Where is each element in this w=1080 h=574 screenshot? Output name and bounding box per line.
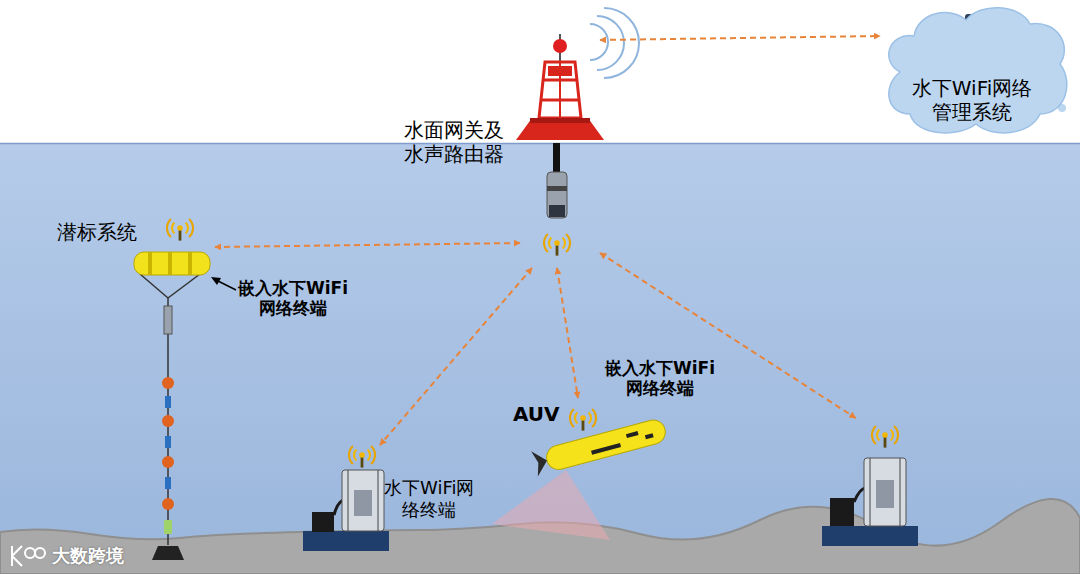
seabed-terminal-left bbox=[312, 512, 334, 532]
buoy bbox=[548, 66, 572, 76]
antenna-icons bbox=[544, 234, 570, 256]
mooring bbox=[162, 498, 174, 510]
antenna-icons bbox=[167, 219, 898, 468]
gateway-buoy: 水面网关及 水声路由器 bbox=[520, 8, 600, 268]
seabed-terminal-left bbox=[348, 470, 349, 531]
subsurface-buoy-node: 潜标系统嵌入水下WiFi 网络终端 bbox=[55, 212, 215, 282]
node-text: 水下WiFi网 络终端 bbox=[384, 477, 474, 520]
subsurface-float bbox=[148, 252, 152, 275]
antenna-icons bbox=[570, 409, 596, 431]
mooring bbox=[165, 396, 171, 408]
auv bbox=[531, 448, 550, 476]
buoy bbox=[530, 118, 590, 123]
mooring bbox=[162, 456, 174, 468]
mooring bbox=[165, 477, 171, 489]
node-text: AUV bbox=[513, 402, 560, 426]
mooring bbox=[164, 306, 172, 334]
antenna-icons bbox=[167, 219, 193, 241]
antenna-icons bbox=[349, 446, 375, 468]
buoy bbox=[547, 172, 567, 218]
mooring bbox=[140, 274, 168, 298]
subsurface-float bbox=[134, 252, 210, 275]
link-arrow bbox=[380, 268, 532, 445]
subsurface-float bbox=[134, 252, 210, 275]
seabed-terminal-node bbox=[820, 418, 922, 550]
mooring bbox=[165, 436, 171, 448]
watermark-logo bbox=[12, 546, 22, 566]
buoy bbox=[549, 205, 565, 217]
buoy bbox=[516, 118, 604, 140]
node-text: 嵌入水下WiFi 网络终端 bbox=[605, 358, 715, 399]
link-arrow bbox=[600, 253, 856, 418]
mooring bbox=[164, 520, 172, 534]
buoy bbox=[553, 143, 560, 173]
seabed-terminal-node: 水下WiFi网 络终端 bbox=[300, 445, 492, 552]
auv-node: AUV嵌入水下WiFi 网络终端 bbox=[505, 398, 685, 485]
water-surface bbox=[0, 143, 1080, 145]
auv bbox=[645, 433, 654, 439]
seabed-terminal-left bbox=[342, 470, 384, 531]
seabed-terminal-left bbox=[378, 470, 379, 531]
buoy bbox=[553, 39, 567, 53]
link-arrow bbox=[215, 243, 520, 247]
antenna-icons bbox=[872, 426, 898, 448]
auv bbox=[591, 443, 621, 455]
node-text: 潜标系统 bbox=[57, 220, 137, 244]
auv bbox=[626, 431, 639, 438]
subsurface-float bbox=[168, 252, 172, 275]
mooring bbox=[140, 274, 200, 560]
node-text: 嵌入水下WiFi 网络终端 bbox=[238, 278, 348, 319]
mooring bbox=[168, 274, 200, 298]
watermark: 大数跨境 bbox=[52, 544, 124, 568]
leader-arrow bbox=[211, 277, 221, 285]
subsurface-float bbox=[188, 252, 192, 275]
seabed-terminal-right bbox=[830, 498, 854, 526]
link-arrow bbox=[557, 268, 578, 398]
buoy bbox=[590, 8, 639, 78]
mooring bbox=[152, 546, 184, 560]
seabed-terminal-right bbox=[876, 480, 894, 508]
buoy bbox=[547, 186, 567, 191]
watermark-logo bbox=[25, 548, 35, 558]
leader-arrow bbox=[211, 277, 236, 290]
mooring bbox=[162, 415, 174, 427]
seabed-terminal-right bbox=[900, 458, 901, 526]
cloud-node: 水下WiFi网络 管理系统 bbox=[880, 2, 1072, 138]
seabed-terminal-right bbox=[822, 526, 918, 546]
watermark-logo bbox=[35, 548, 45, 558]
mooring bbox=[162, 377, 174, 389]
seabed-terminal-right bbox=[870, 458, 871, 526]
seabed-terminal-right bbox=[822, 458, 918, 546]
cloud-shape bbox=[889, 8, 1067, 133]
seabed-terminal-left bbox=[303, 531, 389, 551]
water bbox=[0, 143, 1080, 574]
link-arrow bbox=[600, 36, 880, 40]
node-text: 水下WiFi网络 管理系统 bbox=[912, 76, 1033, 124]
buoy bbox=[539, 62, 581, 118]
watermark-logo bbox=[12, 546, 45, 566]
seabed-terminal-left bbox=[303, 470, 389, 551]
node-text: 水面网关及 水声路由器 bbox=[404, 118, 504, 166]
seabed-terminal-right bbox=[864, 458, 906, 526]
sonar-beam bbox=[492, 470, 610, 540]
seabed-terminal-left bbox=[354, 490, 372, 516]
auv bbox=[544, 417, 668, 472]
